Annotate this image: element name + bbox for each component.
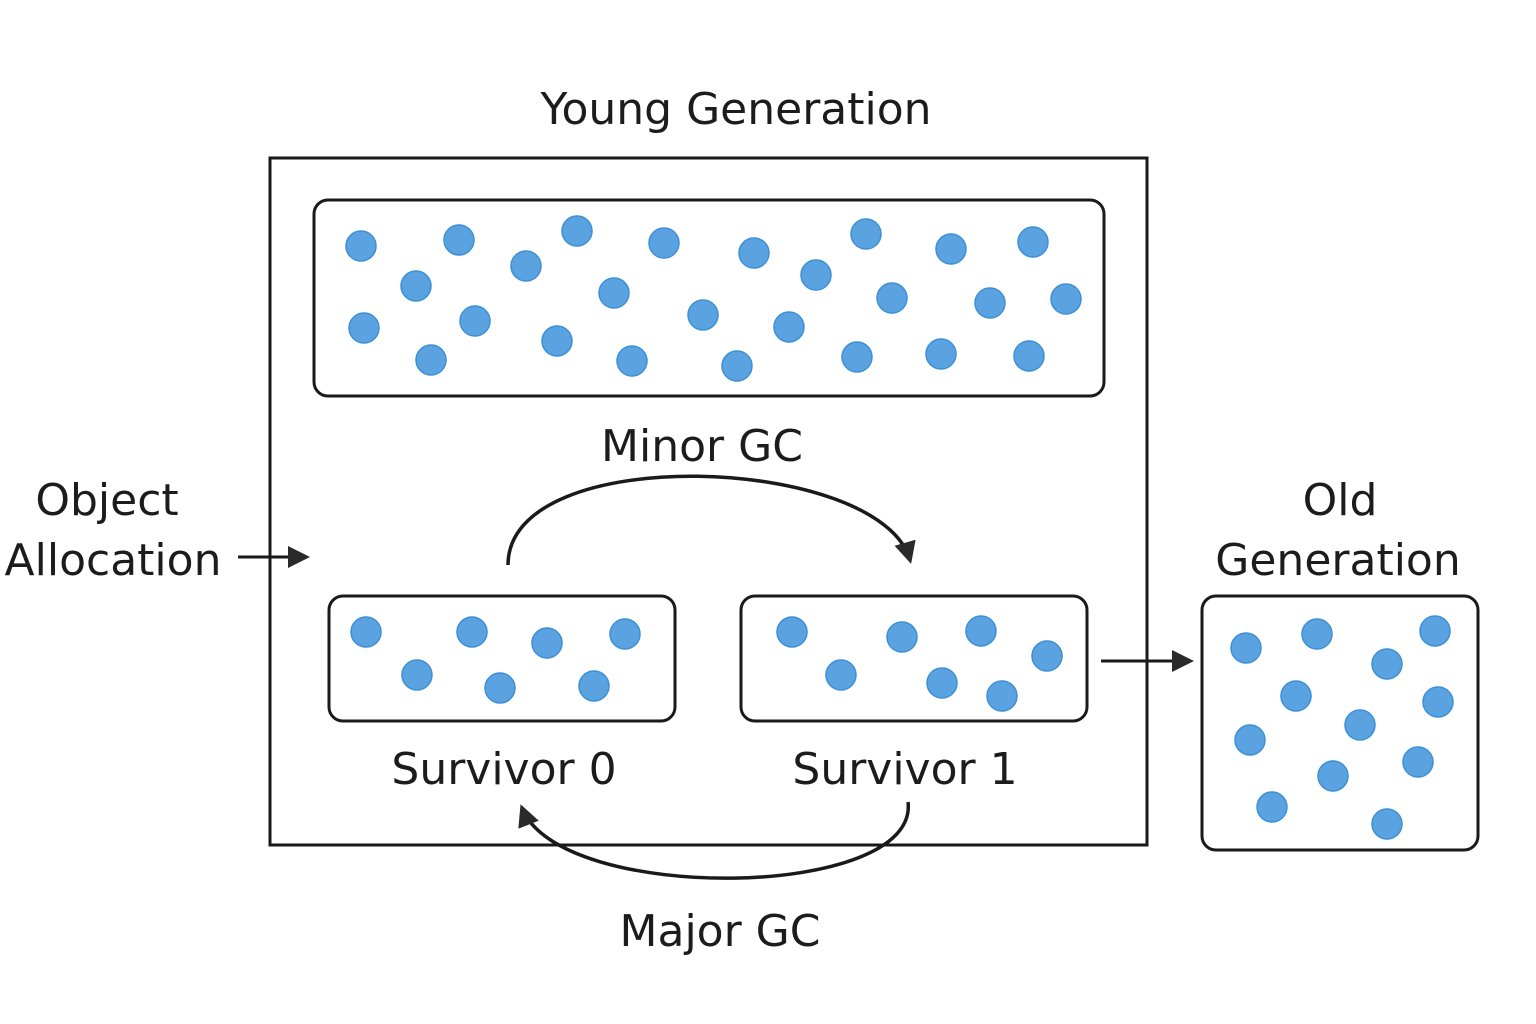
major-gc-arrow [518,801,910,880]
object-dot [541,325,573,357]
object-dot [825,659,857,691]
object-dot [531,627,563,659]
object-dot [648,227,680,259]
object-dot [598,277,630,309]
object-dot [1317,760,1349,792]
survivor1-label: Survivor 1 [792,744,1017,795]
object-dot [773,311,805,343]
object-dot [1230,632,1262,664]
object-dot [456,616,488,648]
object-dot [1013,340,1045,372]
object-dot [1256,791,1288,823]
old-generation-objects [1230,615,1454,840]
object-dot [1050,283,1082,315]
object-dot [1017,226,1049,258]
object-dot [400,270,432,302]
object-dot [348,312,380,344]
object-dot [459,305,491,337]
object-dot [687,299,719,331]
object-dot [578,670,610,702]
object-dot [510,250,542,282]
object-dot [986,680,1018,712]
survivor0-objects [350,616,641,704]
object-dot [974,287,1006,319]
old-generation-box [1200,594,1480,852]
object-dot [1419,615,1451,647]
minor-gc-label: Minor GC [601,421,803,472]
object-dot [484,672,516,704]
survivor1-objects [776,615,1063,712]
eden-box [312,198,1106,398]
object-allocation-label-line1: Object [35,475,178,526]
object-dot [721,350,753,382]
object-dot [415,344,447,376]
object-dot [926,667,958,699]
major-gc-label: Major GC [620,906,821,957]
object-dot [616,345,648,377]
object-dot [443,224,475,256]
object-dot [886,621,918,653]
young-generation-box [268,156,1149,847]
object-dot [1422,686,1454,718]
object-dot [609,618,641,650]
object-dot [776,616,808,648]
object-dot [1402,746,1434,778]
object-dot [876,282,908,314]
object-dot [401,659,433,691]
eden-objects [345,215,1082,382]
object-dot [345,230,377,262]
object-dot [1280,680,1312,712]
object-dot [800,259,832,291]
old-generation-label-line1: Old [1303,475,1378,526]
object-dot [1344,709,1376,741]
minor-gc-arrow [506,474,916,566]
object-dot [1234,724,1266,756]
object-dot [1301,618,1333,650]
object-dot [1371,648,1403,680]
object-dot [850,218,882,250]
object-dot [1031,640,1063,672]
object-dot [350,616,382,648]
object-dot [561,215,593,247]
young-generation-title: Young Generation [539,84,931,135]
object-dot [841,341,873,373]
object-dot [738,237,770,269]
object-dot [925,338,957,370]
object-allocation-label-line2: Allocation [5,535,222,586]
old-generation-label-line2: Generation [1215,535,1460,586]
object-dot [935,233,967,265]
object-dot [965,615,997,647]
survivor0-label: Survivor 0 [391,744,616,795]
object-dot [1371,808,1403,840]
